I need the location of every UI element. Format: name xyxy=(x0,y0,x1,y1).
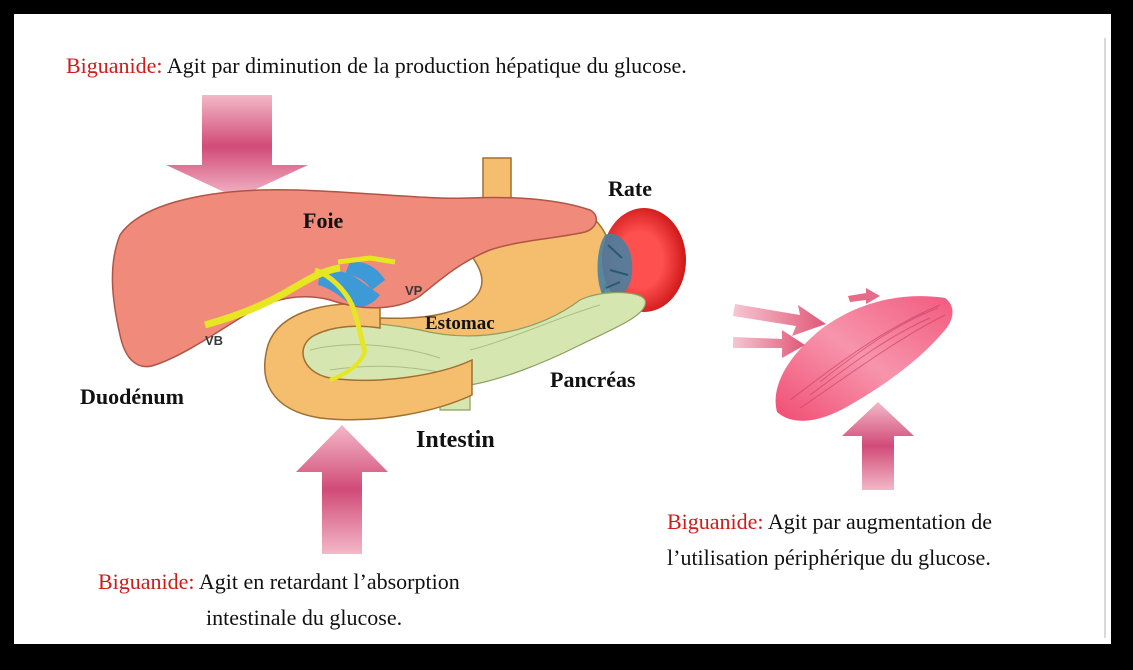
liver-arrow xyxy=(166,95,308,198)
caption-intestine-text1: Agit en retardant l’absorption xyxy=(195,569,460,594)
caption-muscle: Biguanide: Agit par augmentation de l’ut… xyxy=(667,507,992,573)
muscle-arrow-top-small xyxy=(848,288,880,304)
caption-muscle-text1: Agit par augmentation de xyxy=(764,509,993,534)
label-estomac: Estomac xyxy=(425,313,495,335)
muscle-arrow-upper xyxy=(733,304,826,336)
caption-intestine-line2: intestinale du glucose. xyxy=(98,603,460,633)
caption-intestine-line1: Biguanide: Agit en retardant l’absorptio… xyxy=(98,567,460,597)
label-duodenum: Duodénum xyxy=(80,384,184,410)
label-pancreas: Pancréas xyxy=(550,367,636,393)
caption-liver-drug: Biguanide: xyxy=(66,53,163,78)
intestine-arrow xyxy=(296,425,388,554)
caption-muscle-line2: l’utilisation périphérique du glucose. xyxy=(667,543,992,573)
caption-intestine-drug: Biguanide: xyxy=(98,569,195,594)
label-intestin: Intestin xyxy=(416,427,495,454)
caption-intestine: Biguanide: Agit en retardant l’absorptio… xyxy=(98,567,460,633)
label-vp: VP xyxy=(405,283,422,298)
label-vb: VB xyxy=(205,333,223,348)
label-foie: Foie xyxy=(303,208,343,234)
caption-muscle-drug: Biguanide: xyxy=(667,509,764,534)
label-rate: Rate xyxy=(608,176,652,202)
caption-muscle-line1: Biguanide: Agit par augmentation de xyxy=(667,507,992,537)
muscle-arrow-bottom xyxy=(842,402,914,490)
caption-liver: Biguanide: Agit par diminution de la pro… xyxy=(66,51,687,81)
caption-liver-text: Agit par diminution de la production hép… xyxy=(163,53,687,78)
